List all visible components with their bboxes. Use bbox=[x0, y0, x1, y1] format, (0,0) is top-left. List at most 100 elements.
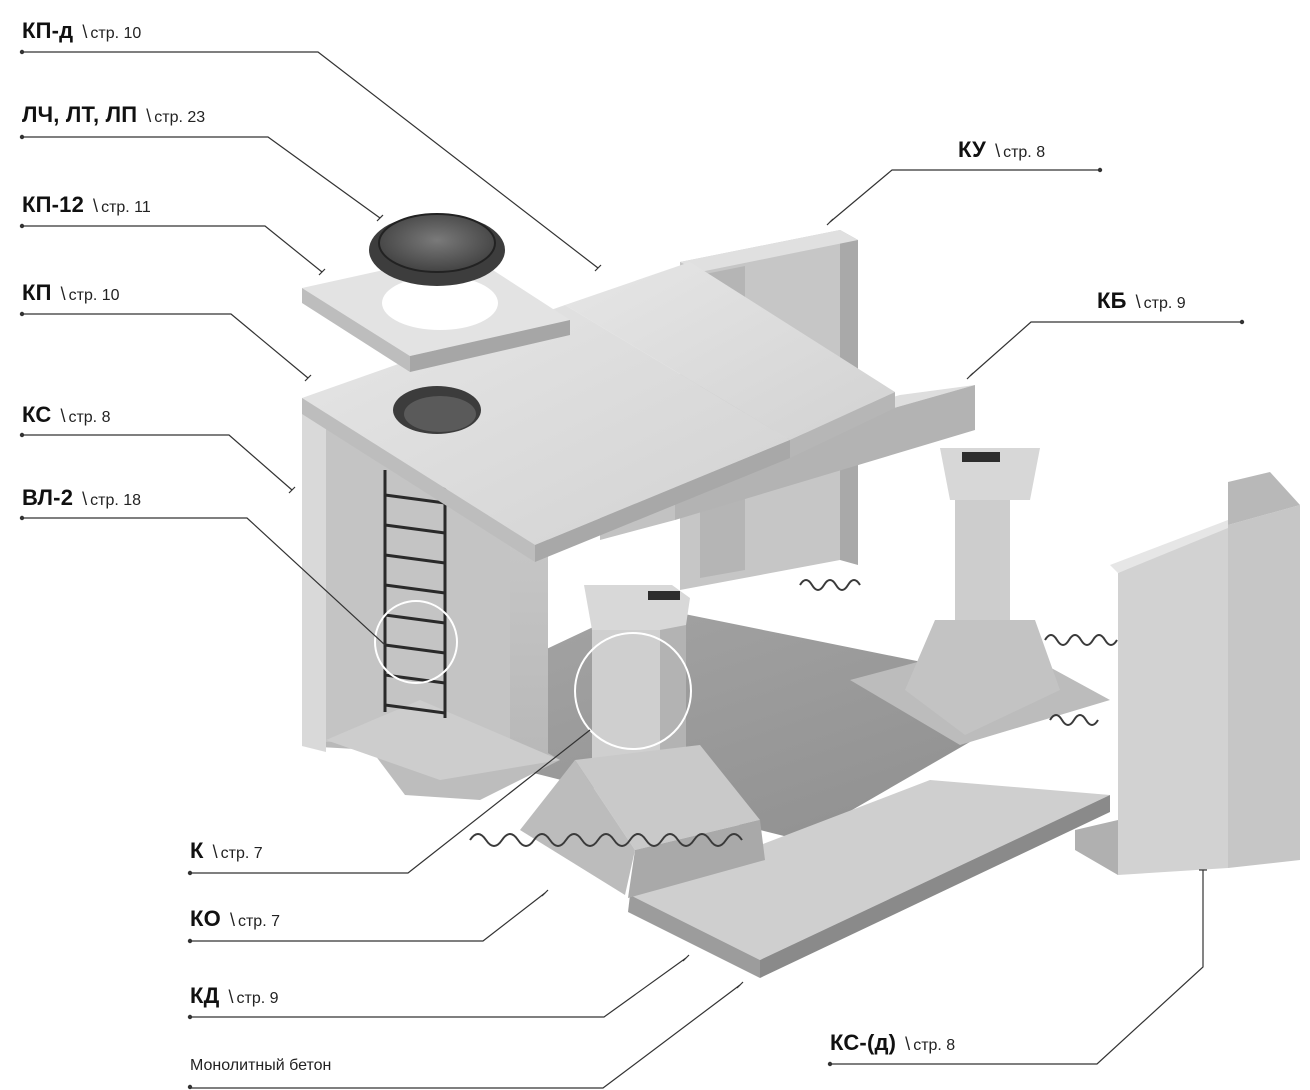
label-kb-code: КБ bbox=[1097, 288, 1127, 313]
label-vl-2: ВЛ-2 \стр. 18 bbox=[22, 487, 141, 509]
highlight-circle-ladder bbox=[374, 600, 458, 684]
label-k-code: К bbox=[190, 838, 204, 863]
label-lch-code: ЛЧ, ЛТ, ЛП bbox=[22, 102, 138, 127]
label-ks: КС \стр. 8 bbox=[22, 404, 110, 426]
wall-ks-edge bbox=[302, 398, 326, 752]
leader-ticks bbox=[288, 214, 1207, 989]
leader-kb bbox=[969, 321, 1242, 377]
label-ks-code: КС bbox=[22, 402, 52, 427]
highlight-circle-column bbox=[574, 632, 692, 750]
column-front-base-left bbox=[520, 760, 635, 895]
label-ku-code: КУ bbox=[958, 137, 987, 162]
label-ko-page: стр. 7 bbox=[237, 913, 280, 930]
label-monolith: Монолитный бетон bbox=[190, 1058, 331, 1074]
leader-kp-d bbox=[22, 51, 599, 269]
label-ku: КУ \стр. 8 bbox=[958, 139, 1045, 161]
label-kb: КБ \стр. 9 bbox=[1097, 290, 1186, 312]
leader-ks-d bbox=[830, 870, 1204, 1065]
column-front-slot bbox=[648, 591, 680, 600]
label-kp-12: КП-12 \стр. 11 bbox=[22, 194, 151, 216]
wall-ks-d-return bbox=[1228, 472, 1300, 525]
manhole-hatch bbox=[369, 213, 505, 286]
leader-vl2 bbox=[22, 517, 386, 646]
label-kp-d-sep: \ bbox=[82, 22, 88, 42]
manhole-hatch-rim bbox=[378, 213, 496, 273]
label-kp-12-code: КП-12 bbox=[22, 192, 85, 217]
wall-ks-d-foot bbox=[1075, 820, 1118, 875]
column-front-shaft-side bbox=[660, 600, 686, 760]
roof-slabs bbox=[302, 262, 895, 562]
label-ks-sep: \ bbox=[60, 406, 66, 426]
column-right-base bbox=[905, 620, 1060, 735]
ladder-vl2 bbox=[383, 470, 447, 718]
label-vl-2-page: стр. 18 bbox=[90, 492, 142, 509]
label-kp-d-page: стр. 10 bbox=[90, 25, 142, 42]
label-kp-d-code: КП-д bbox=[22, 18, 74, 43]
wall-ks-d-edge bbox=[1110, 520, 1228, 573]
column-front-base-top bbox=[575, 745, 760, 850]
roof-slab-kp-side bbox=[535, 440, 790, 562]
label-ko: КО\стр. 7 bbox=[190, 908, 280, 930]
label-kd-code: КД bbox=[190, 983, 220, 1008]
leader-monolith bbox=[190, 984, 741, 1089]
label-lch-page: стр. 23 bbox=[154, 109, 206, 126]
beam-kb-side bbox=[675, 385, 975, 520]
label-ks-d-sep: \ bbox=[905, 1034, 911, 1054]
label-kp-sep: \ bbox=[60, 284, 66, 304]
slab-kp12-side bbox=[410, 320, 570, 372]
manhole-hatch-lid bbox=[379, 214, 495, 272]
label-kp-12-page: стр. 11 bbox=[101, 199, 151, 216]
label-kb-sep: \ bbox=[1135, 292, 1141, 312]
label-lch: ЛЧ, ЛТ, ЛП \стр. 23 bbox=[22, 104, 205, 126]
label-kd-sep: \ bbox=[228, 987, 234, 1007]
label-kp-12-sep: \ bbox=[93, 196, 99, 216]
column-front bbox=[520, 585, 765, 898]
slab-kp12-front bbox=[302, 288, 410, 372]
leader-kp-12 bbox=[22, 225, 323, 273]
label-k: К \стр. 7 bbox=[190, 840, 263, 862]
label-kp-d: КП-д \стр. 10 bbox=[22, 20, 141, 42]
label-ko-code: КО bbox=[190, 906, 221, 931]
leader-end-dots bbox=[19, 49, 1245, 1090]
label-k-sep: \ bbox=[212, 842, 218, 862]
leader-kd bbox=[190, 957, 687, 1018]
leader-k bbox=[190, 729, 591, 874]
roof-slab-kp-front bbox=[302, 398, 535, 562]
label-ks-d-code: КС-(д) bbox=[830, 1030, 897, 1055]
wall-ks-d-right bbox=[1075, 472, 1300, 875]
column-front-shaft bbox=[592, 610, 660, 760]
label-k-page: стр. 7 bbox=[220, 845, 263, 862]
slab-kp12-hole bbox=[382, 276, 498, 330]
wall-ku-top bbox=[680, 230, 858, 272]
wall-ks-bottom-slab bbox=[326, 700, 560, 780]
label-vl-2-code: ВЛ-2 bbox=[22, 485, 74, 510]
label-ku-page: стр. 8 bbox=[1003, 144, 1046, 161]
label-vl-2-sep: \ bbox=[82, 489, 88, 509]
column-right-slot bbox=[962, 452, 1000, 462]
leader-ku bbox=[829, 169, 1100, 223]
label-ku-sep: \ bbox=[995, 141, 1001, 161]
label-kp: КП \стр. 10 bbox=[22, 282, 120, 304]
slab-kp12 bbox=[302, 252, 570, 372]
roof-slab-kp-d-top bbox=[565, 262, 895, 440]
label-kb-page: стр. 9 bbox=[1143, 295, 1186, 312]
label-ks-d-page: стр. 8 bbox=[913, 1037, 956, 1054]
rebar-spring-side bbox=[1049, 714, 1099, 726]
rebar-springs bbox=[469, 579, 1118, 847]
label-lch-sep: \ bbox=[146, 106, 152, 126]
wall-ks-d-panel2 bbox=[1228, 505, 1300, 868]
leader-lines bbox=[22, 51, 1242, 1089]
rebar-spring-front bbox=[469, 833, 743, 847]
label-kp-page: стр. 10 bbox=[68, 287, 120, 304]
floor-slab-front-side bbox=[760, 795, 1110, 978]
label-kp-code: КП bbox=[22, 280, 52, 305]
label-monolith-text: Монолитный бетон bbox=[190, 1057, 332, 1074]
label-ks-page: стр. 8 bbox=[68, 409, 111, 426]
wall-ks-d-face bbox=[1118, 525, 1228, 875]
floor-slab-front-edge bbox=[628, 895, 760, 978]
leader-kp bbox=[22, 313, 309, 379]
rebar-spring-back bbox=[799, 579, 861, 591]
label-ks-d: КС-(д) \стр. 8 bbox=[830, 1032, 955, 1054]
